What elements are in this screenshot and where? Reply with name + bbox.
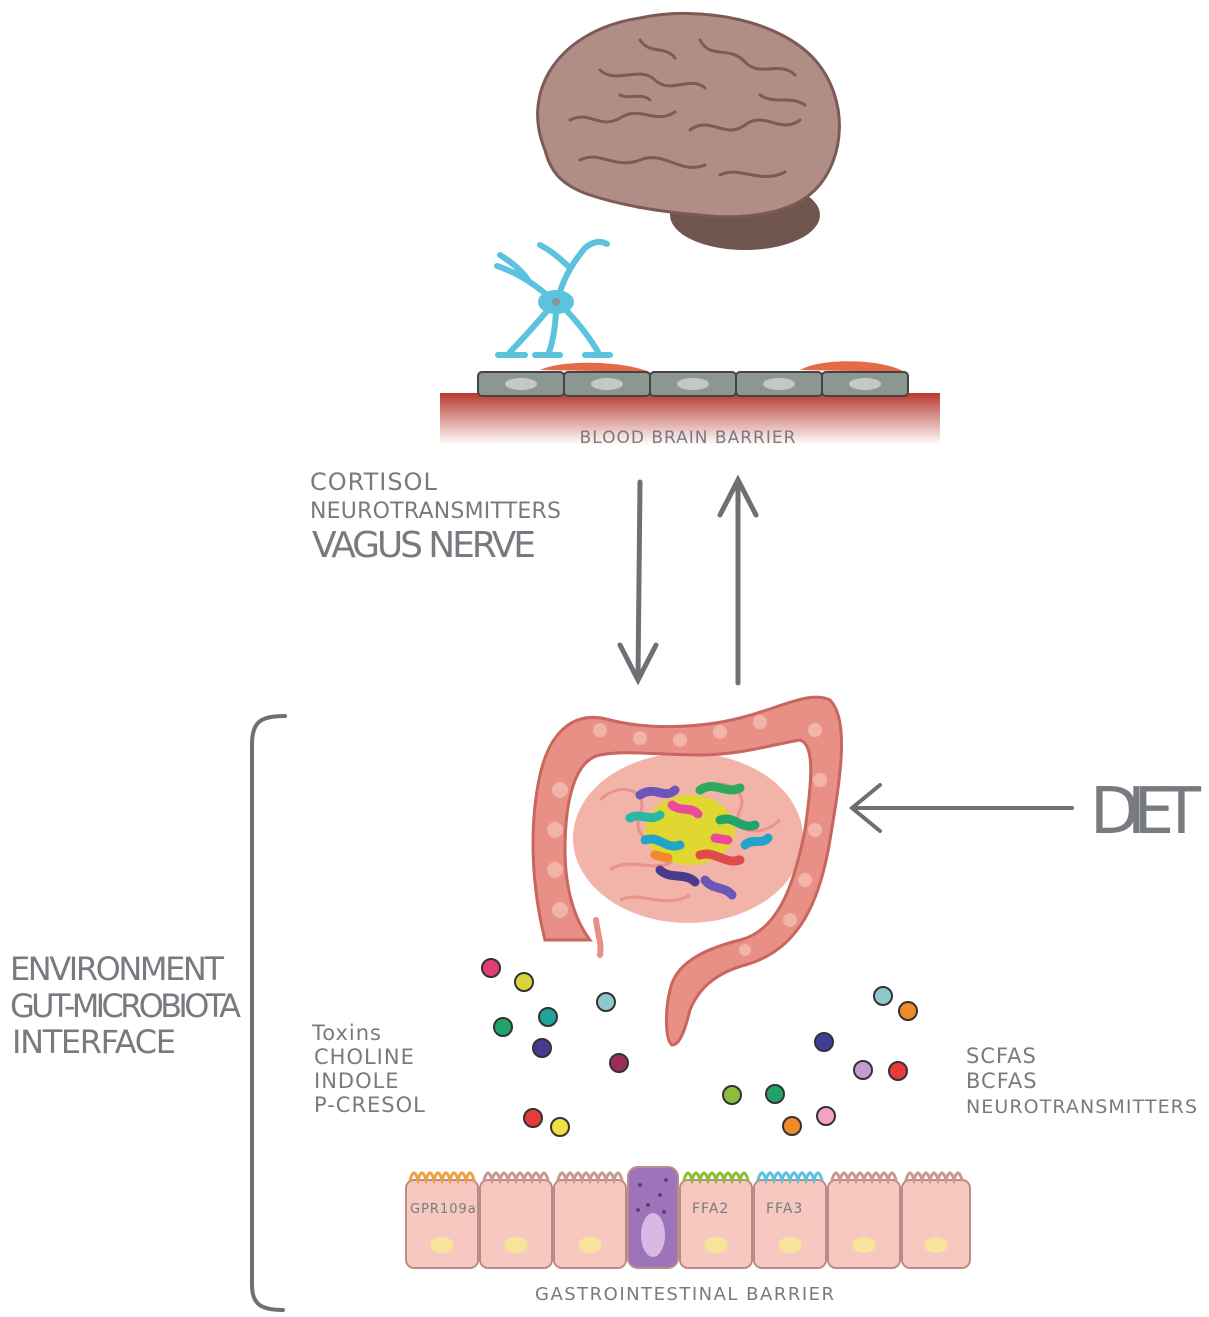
metabolite-dot [899,1002,917,1020]
gut-brain-arrows [620,480,756,683]
environment-line-2: GUT-MICROBIOTA [10,987,242,1025]
metabolite-choline: CHOLINE [314,1045,415,1069]
metabolite-dot [889,1062,907,1080]
bbb-label: BLOOD BRAIN BARRIER [580,428,797,448]
epithelial-cell [828,1180,900,1268]
environment-line-1: ENVIRONMENT [10,950,225,988]
metabolite-dot [533,1039,551,1057]
diet-label: DIET [1090,775,1202,849]
receptor-gpr109a: GPR109a [410,1202,477,1217]
gi-barrier-label: GASTROINTESTINAL BARRIER [535,1284,835,1305]
diet-arrow [852,785,1072,831]
metabolite-dot [817,1107,835,1125]
neurotransmitters-top-label: NEUROTRANSMITTERS [310,499,562,524]
metabolite-scfas: SCFAS [966,1044,1037,1068]
neuron-icon [497,242,610,355]
epithelial-cell [480,1180,552,1268]
metabolite-dot [597,993,615,1011]
metabolite-dot [723,1086,741,1104]
metabolite-dot [494,1018,512,1036]
metabolite-indole: INDOLE [314,1069,400,1093]
metabolite-dot [515,973,533,991]
intestine-icon [533,697,842,1045]
metabolite-toxins: Toxins [311,1021,382,1045]
metabolite-dot [766,1085,784,1103]
receptor-ffa2: FFA2 [692,1201,729,1217]
metabolite-dot [524,1109,542,1127]
metabolite-bcfas: BCFAS [966,1069,1038,1093]
down-arrow [620,482,656,680]
brain-icon [538,13,840,250]
right-metabolite-list: SCFAS BCFAS NEUROTRANSMITTERS [966,1044,1198,1118]
environment-bracket [252,716,285,1310]
metabolite-neurotransmitters: NEUROTRANSMITTERS [966,1096,1198,1118]
metabolite-dot [610,1054,628,1072]
metabolite-dot [551,1118,569,1136]
epithelial-cell [754,1180,826,1268]
environment-line-3: INTERFACE [12,1023,177,1061]
vagus-nerve-label: VAGUS NERVE [312,525,537,566]
cortisol-label: CORTISOL [310,468,438,496]
metabolite-dot [482,959,500,977]
epithelial-cell [902,1180,970,1268]
environment-label: ENVIRONMENT GUT-MICROBIOTA INTERFACE [10,950,242,1061]
epithelial-cell [406,1180,478,1268]
epithelial-cell [554,1180,626,1268]
metabolite-dot [783,1117,801,1135]
blood-brain-barrier: BLOOD BRAIN BARRIER [440,361,940,448]
gastrointestinal-barrier: GPR109a FFA2 FFA3 GASTROINTESTINAL BARRI… [406,1167,970,1305]
metabolite-dot [815,1033,833,1051]
epithelial-cell [680,1180,752,1268]
metabolite-dot [874,987,892,1005]
receptor-ffa3: FFA3 [766,1201,803,1217]
up-arrow [720,480,756,683]
metabolite-dot [539,1008,557,1026]
left-metabolite-list: Toxins CHOLINE INDOLE P-CRESOL [311,1021,426,1117]
metabolite-dot [854,1061,872,1079]
metabolite-p-cresol: P-CRESOL [314,1093,426,1117]
